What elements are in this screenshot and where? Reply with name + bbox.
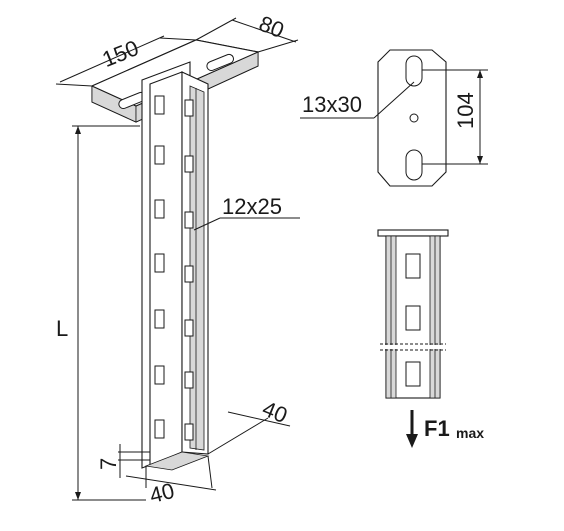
profile-slot xyxy=(154,419,165,439)
plate-slot xyxy=(206,53,234,72)
flange-slot xyxy=(184,155,194,173)
c-profile xyxy=(141,61,210,471)
dim-text-12x25: 12x25 xyxy=(222,194,282,219)
load-subscript: max xyxy=(456,425,484,441)
profile-slot xyxy=(154,309,165,329)
end-view-slot xyxy=(405,253,421,279)
dim-text-13x30: 13x30 xyxy=(302,92,362,117)
profile-slot xyxy=(154,365,165,385)
profile-slot xyxy=(154,253,165,273)
dim-length: L xyxy=(56,125,146,501)
dim-text-104: 104 xyxy=(453,92,478,129)
flange-slot xyxy=(184,371,194,389)
end-view-slot xyxy=(405,361,421,387)
plate-detail-slot xyxy=(405,55,423,87)
flange-slot xyxy=(184,265,194,283)
dim-text-L: L xyxy=(56,316,68,341)
flange-slot xyxy=(184,211,194,229)
end-view-cap xyxy=(377,229,449,237)
end-view-slot xyxy=(405,305,421,331)
flange-slot xyxy=(184,319,194,337)
down-arrow-icon xyxy=(406,410,418,448)
load-indicator: F1 max xyxy=(406,410,484,448)
profile-slot xyxy=(154,145,165,165)
load-label: F1 xyxy=(424,416,450,441)
flange-slot xyxy=(184,99,194,117)
dim-text-80: 80 xyxy=(256,11,288,43)
dim-text-40-side: 40 xyxy=(259,396,291,428)
flange-slot xyxy=(184,423,194,441)
plate-detail-slot xyxy=(405,149,423,181)
profile-slot xyxy=(154,95,165,115)
dim-text-7: 7 xyxy=(96,458,121,470)
dim-edge-offset: 7 xyxy=(96,444,150,478)
dim-width-front: 40 xyxy=(125,455,217,508)
dim-text-40-front: 40 xyxy=(147,478,177,508)
plate-detail-view: 104 13x30 xyxy=(300,49,488,187)
profile-end-view xyxy=(377,229,449,399)
profile-slot xyxy=(154,199,165,219)
plate-center-hole xyxy=(409,113,419,123)
dim-width-side: 40 xyxy=(207,396,291,455)
flange-slots xyxy=(184,99,194,441)
isometric-view: 150 80 L 12x25 40 xyxy=(55,11,300,508)
dim-profile-slot: 12x25 xyxy=(193,194,300,231)
profile-slots xyxy=(154,95,165,439)
